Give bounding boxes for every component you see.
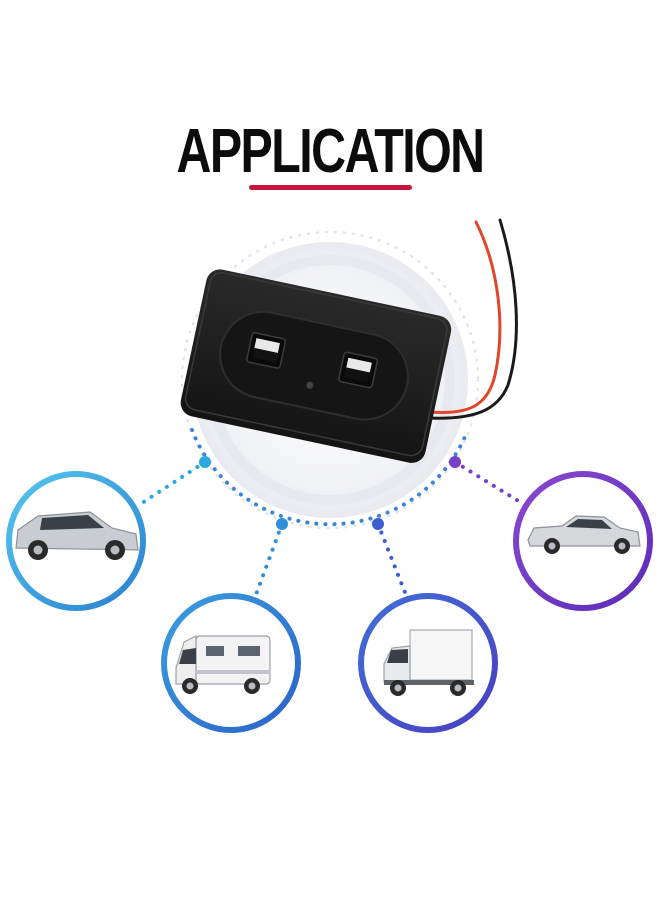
connector-motorhome [252,522,284,602]
sedan-icon [527,515,641,554]
page-title: APPLICATION [176,117,485,186]
usb-port-left [246,332,287,369]
truck-icon [383,629,474,696]
application-box-truck [358,593,498,733]
dotted-orbit [180,230,480,530]
suv-icon [15,511,139,560]
application-sedan [513,471,653,611]
connector-nodes [199,456,461,530]
connector-suv [140,460,207,505]
connector-sedan [453,460,522,504]
application-motorhome [161,593,301,733]
motorhome-icon [175,635,271,694]
usb-port-right [338,351,378,389]
usb-socket-panel [180,269,452,463]
connector-arc [190,428,469,527]
title-underline [249,185,412,190]
connector-truck [376,522,410,602]
power-wires [426,218,518,420]
indicator-led [306,381,314,389]
application-suv [6,471,146,611]
